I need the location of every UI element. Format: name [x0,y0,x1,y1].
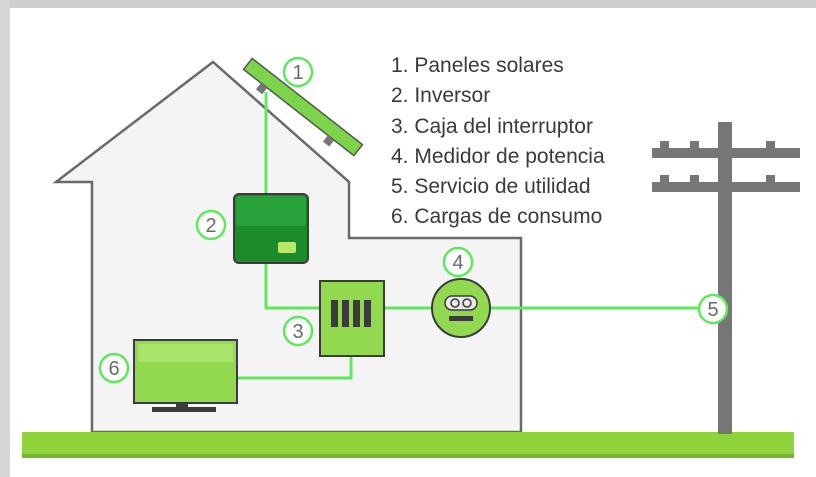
legend-item-5: 5. Servicio de utilidad [391,175,591,198]
callout-6-label: 6 [108,358,119,380]
callout-1: 1 [282,56,314,88]
utility-pole [652,122,800,434]
legend-item-3: 3. Caja del interruptor [391,115,593,138]
ground-shadow [22,454,794,458]
callout-2: 2 [195,209,227,241]
ground [22,432,794,458]
top-border [0,0,816,8]
wiring [237,92,718,380]
callout-3: 3 [282,315,314,347]
legend-item-1: 1. Paneles solares [391,54,564,77]
callout-5: 5 [697,293,729,325]
wire-breaker-loads [237,356,353,380]
legend-item-4: 4. Medidor de potencia [391,145,605,168]
callout-1-label: 1 [292,62,303,84]
power-meter [431,278,491,338]
callout-2-label: 2 [205,215,216,237]
callout-6: 6 [98,352,130,384]
left-border [0,0,10,477]
callout-5-label: 5 [707,299,718,321]
consumer-load-tv [133,339,238,412]
callout-3-label: 3 [292,321,303,343]
breaker-box [319,280,385,357]
wire-inverter-breaker [264,263,320,310]
callout-4: 4 [442,246,474,278]
callout-4-label: 4 [452,252,463,274]
legend: 1. Paneles solares 2. Inversor 3. Caja d… [391,54,605,228]
inverter [233,193,309,264]
legend-item-6: 6. Cargas de consumo [391,205,602,228]
legend-item-2: 2. Inversor [391,84,490,107]
solar-panel [242,57,364,157]
